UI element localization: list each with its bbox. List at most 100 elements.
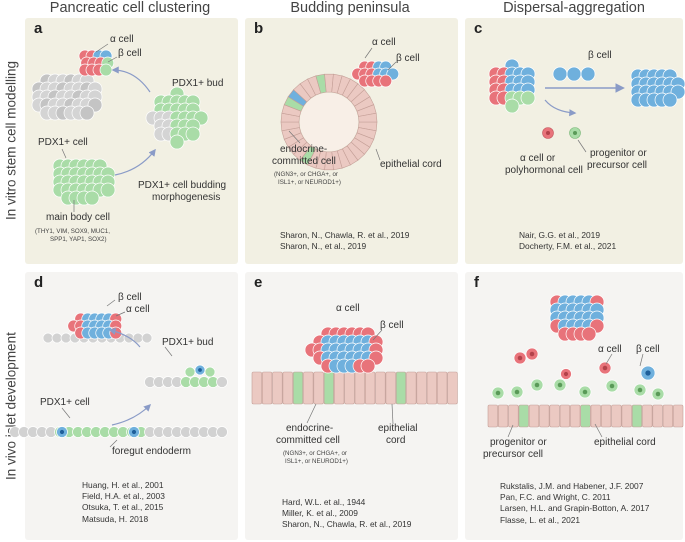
panel-letter-b: b xyxy=(254,20,264,37)
refs-b: Sharon, N., Chawla, R. et al., 2019 Shar… xyxy=(280,230,409,252)
cell-nucleus xyxy=(655,391,661,397)
panel-letter-e: e xyxy=(254,274,263,291)
cell xyxy=(42,332,54,344)
islet-mound xyxy=(304,326,384,374)
epithelial-cell xyxy=(559,404,570,428)
arrow-bud-to-islet xyxy=(111,66,151,93)
refs-d: Huang, H. et al., 2001 Field, H.A. et al… xyxy=(82,480,165,525)
label-a-budding-2: morphogenesis xyxy=(152,192,221,203)
epithelial-cell xyxy=(323,371,335,405)
cell-nucleus xyxy=(582,389,588,395)
epithelial-cell xyxy=(590,404,601,428)
epithelial-cell xyxy=(662,404,673,428)
epithelial-cell xyxy=(292,371,304,405)
epithelial-cell xyxy=(600,404,612,428)
cell xyxy=(184,366,196,378)
epithelial-cell xyxy=(580,404,591,428)
epithelial-sheet xyxy=(487,404,684,428)
label-c-alpha-1: α cell or xyxy=(520,153,556,164)
panel-letter-d: d xyxy=(34,274,44,291)
cell-nucleus xyxy=(602,365,608,371)
epithelial-cell xyxy=(673,404,684,428)
epithelial-cell xyxy=(313,371,324,405)
cell-nucleus xyxy=(131,429,137,435)
label-c-prog-1: progenitor or xyxy=(590,148,647,159)
panel-letter-f: f xyxy=(474,274,479,291)
cell xyxy=(51,332,63,344)
foregut-sheets xyxy=(9,332,228,438)
islet-cluster xyxy=(78,49,115,77)
epithelial-cell xyxy=(375,371,386,405)
label-d-beta: β cell xyxy=(118,292,142,303)
lumen xyxy=(300,93,358,151)
ref-d-3: Otsuka, T. et al., 2015 xyxy=(82,502,164,513)
cell xyxy=(360,358,376,374)
peninsula-cluster xyxy=(351,60,400,88)
ref-f-2: Pan, F.C. and Wright, C. 2011 xyxy=(500,492,611,503)
epithelial-cell xyxy=(354,371,365,405)
label-b-endo-2: committed cell xyxy=(272,156,336,167)
beta-cell-group xyxy=(552,66,596,82)
ref-d-2: Field, H.A. et al., 2003 xyxy=(82,491,165,502)
panel-a xyxy=(25,18,238,264)
epithelial-cell xyxy=(406,371,417,405)
cell xyxy=(216,376,228,388)
label-e-alpha: α cell xyxy=(336,303,360,314)
epithelial-cell xyxy=(416,371,427,405)
label-f-alpha: α cell xyxy=(598,344,622,355)
epithelial-cell xyxy=(539,404,550,428)
arrow-dispersal xyxy=(544,99,577,117)
panel-c-artwork xyxy=(488,58,685,153)
label-e-endo-1: endocrine- xyxy=(286,423,334,434)
column-header-dispersal: Dispersal-aggregation xyxy=(503,0,645,16)
ref-b-1: Sharon, N., Chawla, R. et al., 2019 xyxy=(280,230,410,240)
cell xyxy=(580,66,596,82)
ref-f-1: Rukstalis, J.M. and Habener, J.F. 2007 xyxy=(500,481,644,491)
label-c-prog-2: precursor cell xyxy=(587,160,648,171)
label-d-pdx1: PDX1+ cell xyxy=(40,397,90,408)
cell-nucleus xyxy=(609,383,615,389)
panel-d xyxy=(25,272,238,540)
epithelial-cell xyxy=(631,404,643,428)
epithelial-cell xyxy=(652,404,663,428)
label-b-alpha: α cell xyxy=(372,37,396,48)
cell xyxy=(216,426,228,438)
epithelial-cell xyxy=(358,112,378,123)
ref-e-1: Hard, W.L. et al., 1944 xyxy=(282,497,366,507)
column-header-clustering: Pancreatic cell clustering xyxy=(49,0,211,16)
cell xyxy=(520,90,536,106)
cell-nucleus xyxy=(198,368,202,372)
refs-c: Nair, G.G. et al., 2019 Docherty, F.M. e… xyxy=(519,230,616,252)
refs-f: Rukstalis, J.M. and Habener, J.F. 2007 P… xyxy=(500,481,649,526)
cell-nucleus xyxy=(557,382,563,388)
pdx1-bud-cluster xyxy=(145,86,209,150)
epithelial-cell xyxy=(508,404,519,428)
label-a-alpha: α cell xyxy=(110,34,134,45)
epithelial-cell xyxy=(447,371,458,405)
label-d-foregut: foregut endoderm xyxy=(112,446,191,457)
cell-nucleus xyxy=(529,351,535,357)
cell xyxy=(379,74,393,88)
cell-nucleus xyxy=(637,387,643,393)
beta-aggregate xyxy=(630,68,685,108)
epithelial-cell xyxy=(437,371,448,405)
label-c-beta: β cell xyxy=(588,50,612,61)
epithelial-cell xyxy=(272,371,283,405)
panel-e-artwork xyxy=(251,326,458,425)
cell xyxy=(84,190,100,206)
column-header-budding: Budding peninsula xyxy=(290,0,410,16)
label-a-budding-1: PDX1+ cell budding xyxy=(138,180,227,191)
epithelial-cell xyxy=(426,371,438,405)
cell xyxy=(99,63,113,77)
panel-b-artwork xyxy=(280,47,400,171)
cell-nucleus xyxy=(645,370,651,376)
cell xyxy=(552,66,568,82)
panel-letter-c: c xyxy=(474,20,483,37)
cell xyxy=(662,92,678,108)
label-e-markers-1: (NGN3+, or CHGA+, or xyxy=(283,450,347,457)
epithelial-cell xyxy=(334,371,345,405)
label-b-cord: epithelial cord xyxy=(380,159,442,170)
epithelial-cell xyxy=(518,404,529,428)
epithelial-cell xyxy=(549,404,560,428)
